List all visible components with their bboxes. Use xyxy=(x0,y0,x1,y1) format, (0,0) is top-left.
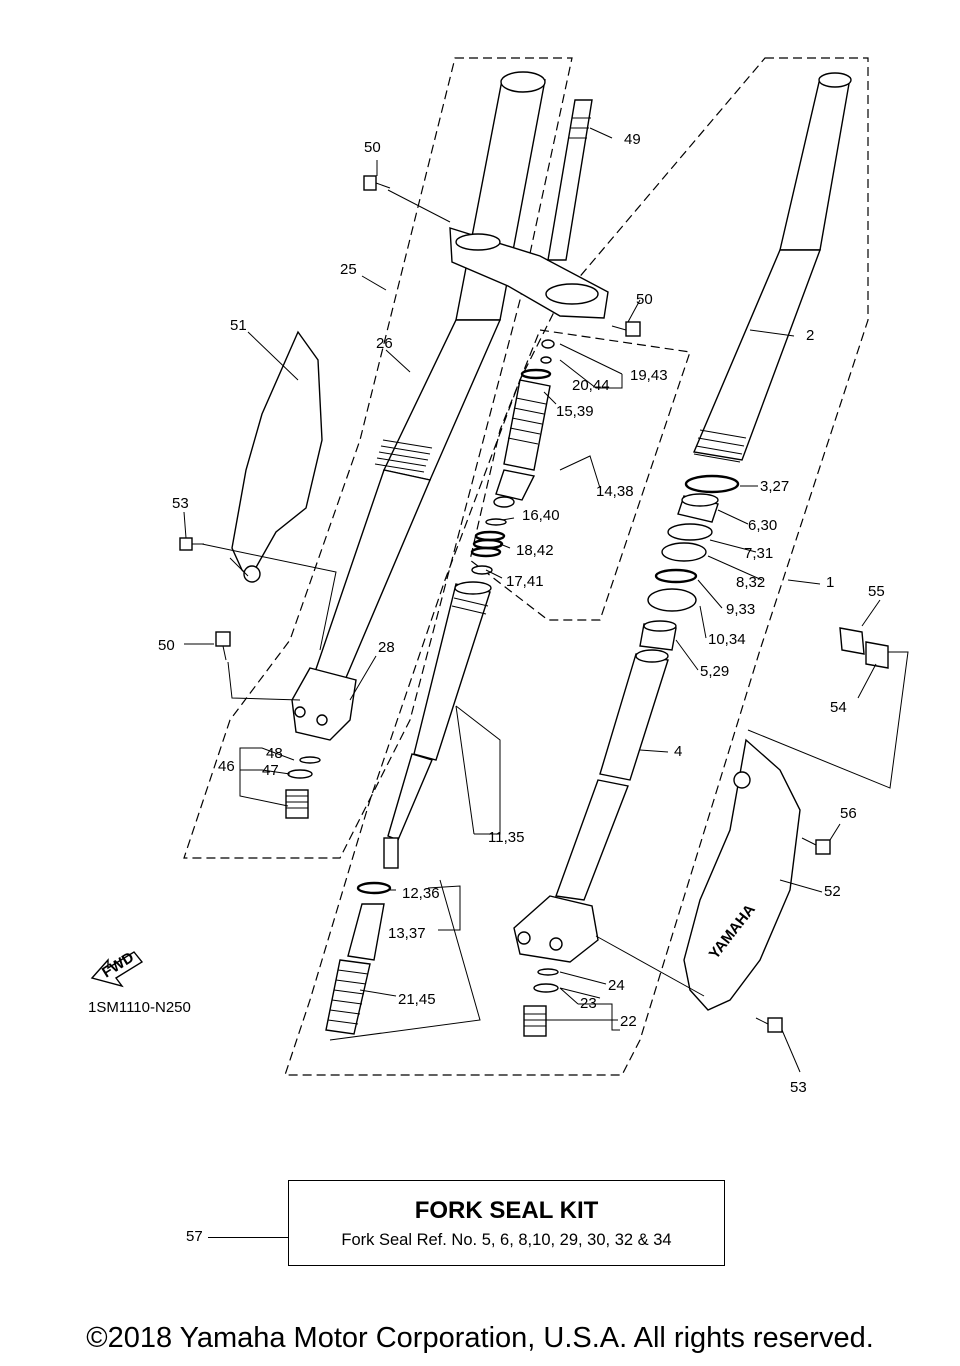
callout-50-upper: 50 xyxy=(364,139,381,156)
outer-tube-right xyxy=(693,72,852,463)
callout-53-left: 53 xyxy=(172,495,189,512)
callout-8-32: 8,32 xyxy=(736,574,765,591)
drawing-code: 1SM1110-N250 xyxy=(88,999,191,1016)
callout-50-clamp: 50 xyxy=(636,291,653,308)
leader-lines xyxy=(183,127,909,1073)
callout-21-45: 21,45 xyxy=(398,991,436,1008)
callout-22: 22 xyxy=(620,1013,637,1030)
spring-lower xyxy=(325,881,392,1035)
guard-bolt-right xyxy=(801,837,831,855)
kit-ref-number: 57 xyxy=(186,1228,203,1245)
callout-54: 54 xyxy=(830,699,847,716)
callout-13-37: 13,37 xyxy=(388,925,426,942)
callout-3-27: 3,27 xyxy=(760,478,789,495)
callout-1: 1 xyxy=(826,574,834,591)
callout-50-guard: 50 xyxy=(158,637,175,654)
callout-9-33: 9,33 xyxy=(726,601,755,618)
callout-19-43: 19,43 xyxy=(630,367,668,384)
callout-16-40: 16,40 xyxy=(522,507,560,524)
kit-leader-line xyxy=(208,1237,288,1238)
guard-bolt-lower xyxy=(755,1017,783,1033)
callout-4: 4 xyxy=(674,743,682,760)
pinch-bolt-clamp xyxy=(611,321,641,337)
callout-47: 47 xyxy=(262,762,279,779)
pinch-bolt-guard xyxy=(215,631,231,661)
copyright-notice: ©2018 Yamaha Motor Corporation, U.S.A. A… xyxy=(86,1322,874,1354)
damper-rings xyxy=(470,518,507,575)
damper-cap-assembly xyxy=(493,339,555,508)
steering-stem xyxy=(547,99,593,261)
callout-51: 51 xyxy=(230,317,247,334)
fwd-arrow-icon: FWD xyxy=(90,949,144,988)
callout-49: 49 xyxy=(624,131,641,148)
dust-seal-ridges-left xyxy=(374,439,433,473)
axle-bracket-left xyxy=(291,667,357,741)
callout-14-38: 14,38 xyxy=(596,483,634,500)
axle-bracket-right xyxy=(513,895,599,963)
group-boundary-damper xyxy=(469,329,691,621)
kit-subtitle: Fork Seal Ref. No. 5, 6, 8,10, 29, 30, 3… xyxy=(341,1231,672,1249)
pinch-bolt-upper xyxy=(363,175,391,191)
callout-23: 23 xyxy=(580,995,597,1012)
callout-48: 48 xyxy=(266,745,283,762)
callout-2: 2 xyxy=(806,327,814,344)
callout-7-31: 7,31 xyxy=(744,545,773,562)
callout-15-39: 15,39 xyxy=(556,403,594,420)
callout-10-34: 10,34 xyxy=(708,631,746,648)
callout-24: 24 xyxy=(608,977,625,994)
fork-seal-kit-box: FORK SEAL KIT Fork Seal Ref. No. 5, 6, 8… xyxy=(288,1180,725,1266)
damper-rod xyxy=(383,581,492,869)
upper-triple-clamp xyxy=(449,227,609,319)
callout-26: 26 xyxy=(376,335,393,352)
kit-title: FORK SEAL KIT xyxy=(414,1197,599,1224)
seal-stack xyxy=(639,474,740,651)
inner-tube-right xyxy=(555,649,669,901)
callout-20-44: 20,44 xyxy=(572,377,610,394)
dust-seal-ridges-right xyxy=(693,429,747,463)
callout-17-41: 17,41 xyxy=(506,573,544,590)
callout-12-36: 12,36 xyxy=(402,885,440,902)
callout-52: 52 xyxy=(824,883,841,900)
guard-bolt-left xyxy=(179,537,204,551)
callout-11-35: 11,35 xyxy=(488,829,524,846)
callout-5-29: 5,29 xyxy=(700,663,729,680)
callout-labels: 50 49 50 25 26 51 53 50 28 48 47 46 2 19… xyxy=(158,131,885,1096)
fork-guard-right: YAMAHA xyxy=(683,738,801,1011)
callout-46: 46 xyxy=(218,758,235,775)
fork-guard-left xyxy=(231,330,323,583)
callout-55: 55 xyxy=(868,583,885,600)
group-boundary-left-fork xyxy=(183,57,573,859)
callout-28: 28 xyxy=(378,639,395,656)
callout-6-30: 6,30 xyxy=(748,517,777,534)
callout-18-42: 18,42 xyxy=(516,542,554,559)
callout-56: 56 xyxy=(840,805,857,822)
bracket-54-55 xyxy=(839,627,889,669)
callout-25: 25 xyxy=(340,261,357,278)
axle-bolt-left xyxy=(285,756,321,819)
callout-53-right: 53 xyxy=(790,1079,807,1096)
axle-bolt-right xyxy=(523,968,559,1037)
